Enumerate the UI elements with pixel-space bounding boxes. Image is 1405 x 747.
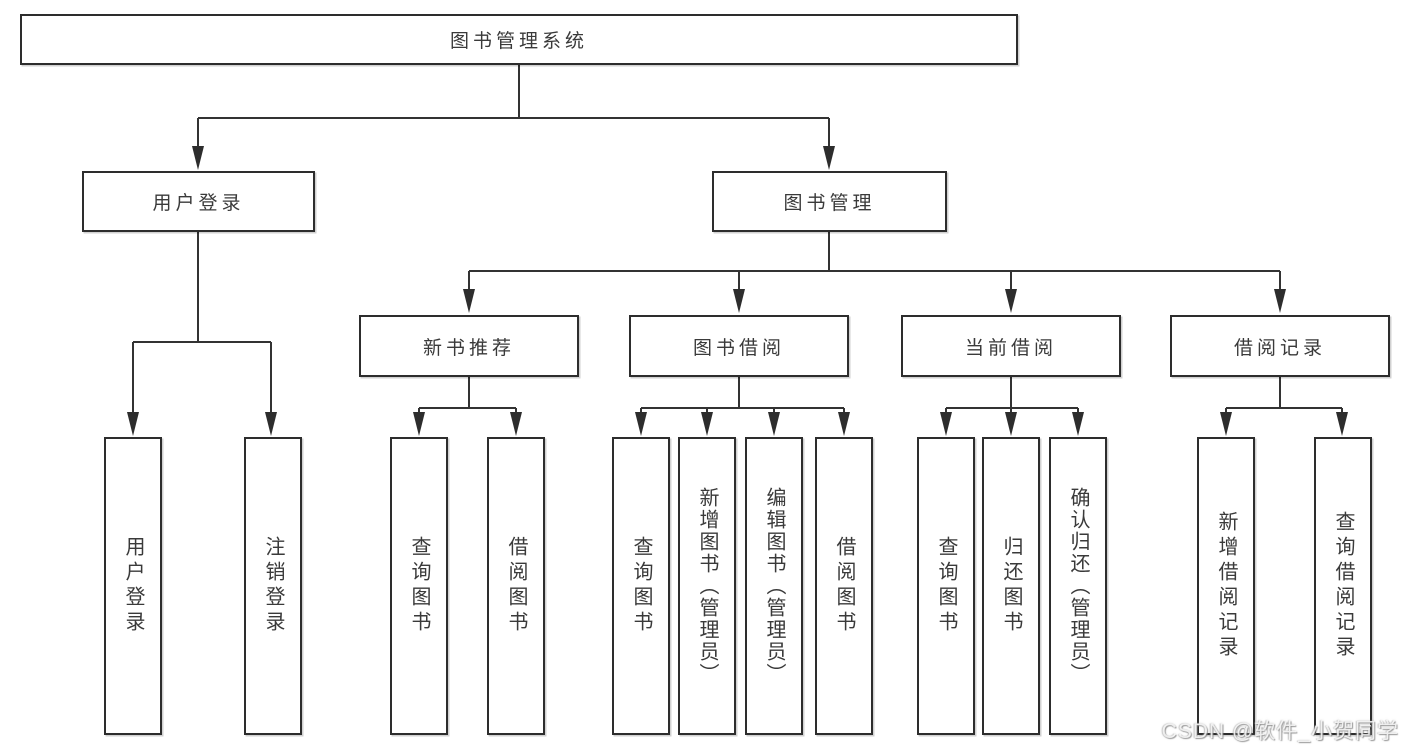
leaf-label: 编辑图书（管理员） xyxy=(763,487,785,685)
leaf-query-borrow-record: 查询借阅记录 xyxy=(1314,437,1372,735)
node-book-management-branch: 图书管理 xyxy=(712,171,947,232)
leaf-label: 用户登录 xyxy=(122,536,144,636)
node-new-book-recommend: 新书推荐 xyxy=(359,315,579,377)
leaf-return-book: 归还图书 xyxy=(982,437,1040,735)
leaf-label: 归还图书 xyxy=(1000,536,1022,636)
node-current-borrow: 当前借阅 xyxy=(901,315,1121,377)
leaf-label: 借阅图书 xyxy=(505,536,527,636)
node-borrow-record: 借阅记录 xyxy=(1170,315,1390,377)
leaf-label: 查询图书 xyxy=(408,536,430,636)
leaf-label: 查询借阅记录 xyxy=(1332,511,1354,661)
csdn-watermark: CSDN @软件_小贺同学 xyxy=(1161,720,1399,743)
leaf-add-borrow-record: 新增借阅记录 xyxy=(1197,437,1255,735)
leaf-query-book: 查询图书 xyxy=(612,437,670,735)
node-book-borrow: 图书借阅 xyxy=(629,315,849,377)
node-root-system: 图书管理系统 xyxy=(20,14,1018,65)
leaf-edit-book-admin: 编辑图书（管理员） xyxy=(745,437,803,735)
node-label: 新书推荐 xyxy=(422,337,515,359)
node-label: 用户登录 xyxy=(152,193,245,214)
leaf-label: 查询图书 xyxy=(630,536,652,636)
leaf-add-book-admin: 新增图书（管理员） xyxy=(678,437,736,735)
leaf-query-book: 查询图书 xyxy=(917,437,975,735)
arrowhead-icons xyxy=(127,146,1348,436)
leaf-borrow-book: 借阅图书 xyxy=(487,437,545,735)
leaf-label: 查询图书 xyxy=(935,536,957,636)
node-user-login-branch: 用户登录 xyxy=(82,171,315,232)
leaf-logout: 注销登录 xyxy=(244,437,302,735)
leaf-confirm-return-admin: 确认归还（管理员） xyxy=(1049,437,1107,735)
leaf-label: 注销登录 xyxy=(262,536,284,636)
node-label: 图书借阅 xyxy=(692,337,785,359)
node-label: 当前借阅 xyxy=(964,337,1057,359)
leaf-query-book: 查询图书 xyxy=(390,437,448,735)
leaf-label: 确认归还（管理员） xyxy=(1067,487,1089,685)
leaf-label: 借阅图书 xyxy=(833,536,855,636)
leaf-user-login: 用户登录 xyxy=(104,437,162,735)
node-label: 借阅记录 xyxy=(1233,337,1326,359)
node-root-label: 图书管理系统 xyxy=(449,31,588,52)
node-label: 图书管理 xyxy=(783,193,876,214)
leaf-label: 新增借阅记录 xyxy=(1215,511,1237,661)
leaf-label: 新增图书（管理员） xyxy=(696,487,718,685)
leaf-borrow-book: 借阅图书 xyxy=(815,437,873,735)
